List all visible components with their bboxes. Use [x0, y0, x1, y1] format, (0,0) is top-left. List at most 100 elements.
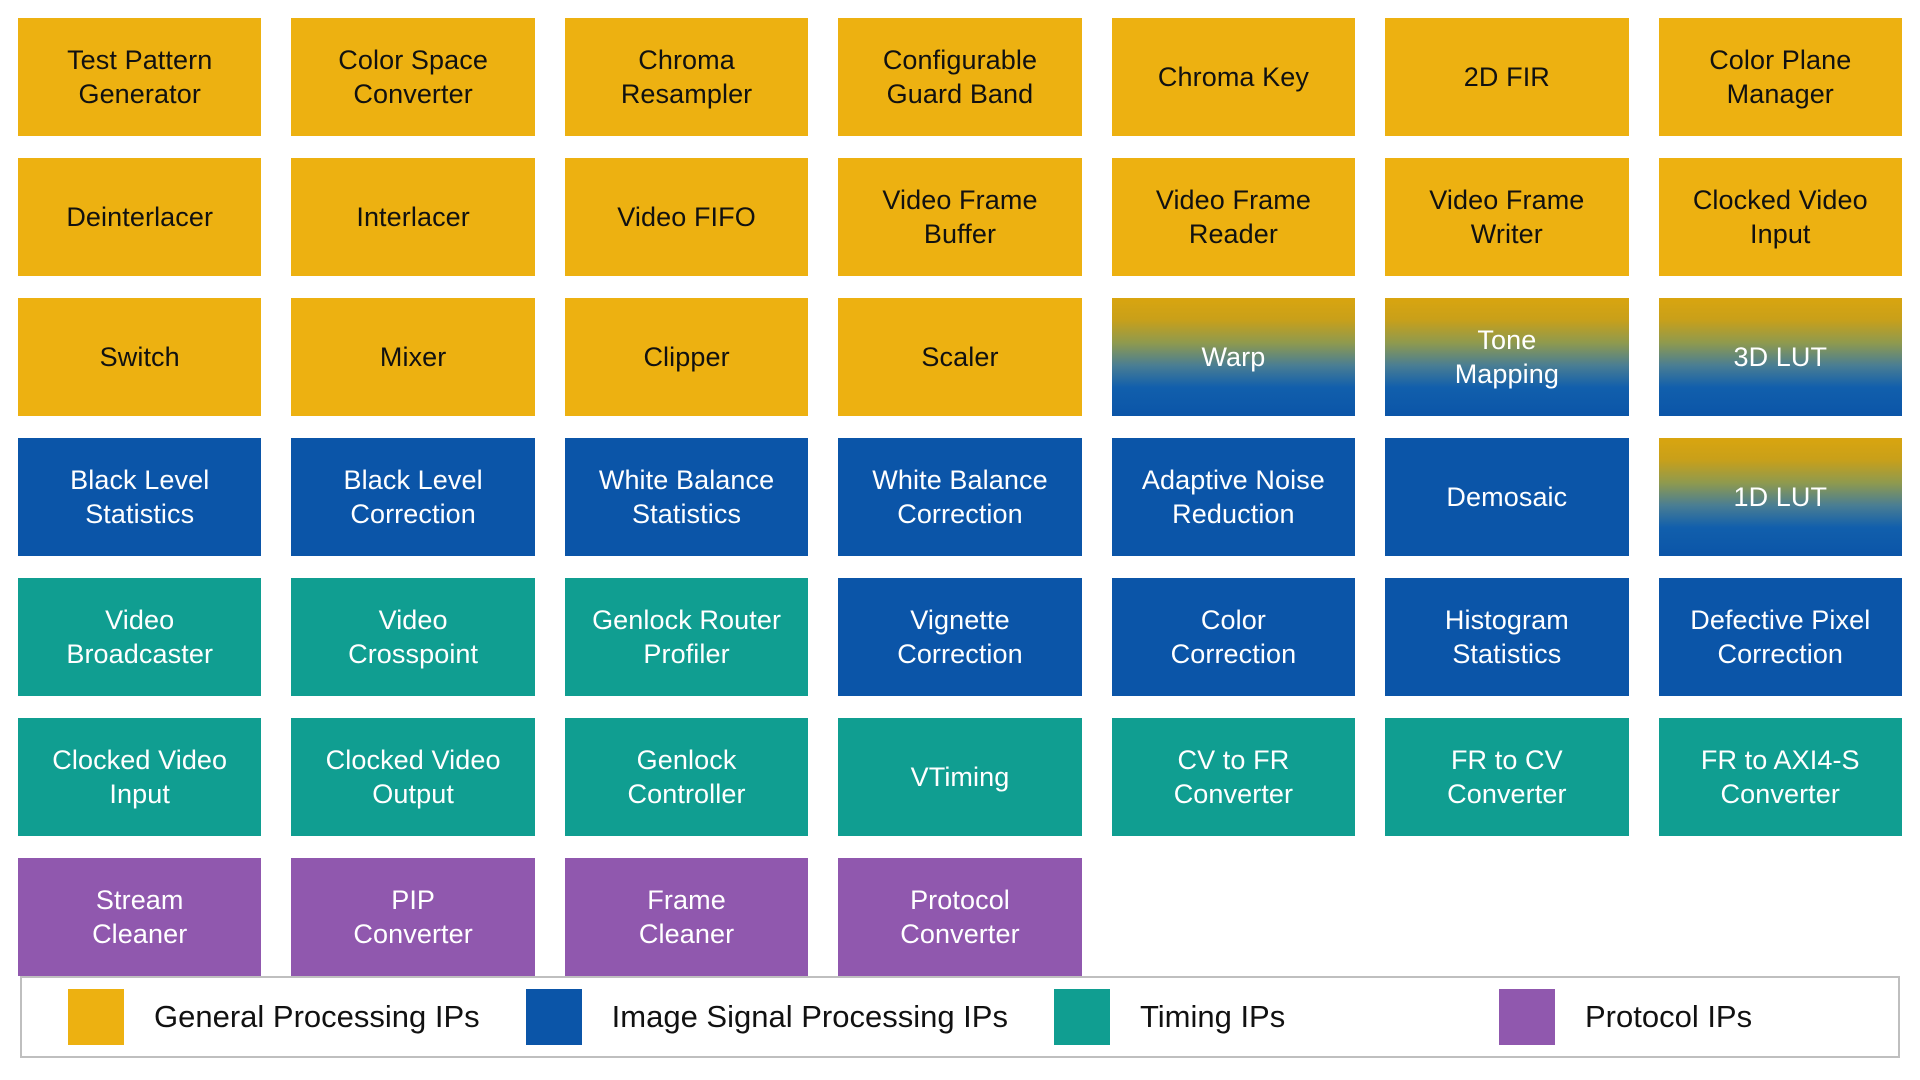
ip-tile-label: CV to FR Converter	[1173, 744, 1294, 809]
ip-tile[interactable]: Mixer	[291, 298, 535, 416]
ip-tile-label: PIP Converter	[353, 884, 473, 949]
ip-tile-label: Video Broadcaster	[66, 604, 214, 669]
ip-tile[interactable]: Scaler	[838, 298, 1082, 416]
ip-tile[interactable]: White Balance Statistics	[564, 438, 809, 556]
ip-tile[interactable]: Black Level Statistics	[18, 438, 262, 556]
ip-tile[interactable]: Color Plane Manager	[1658, 18, 1902, 136]
legend-label: Image Signal Processing IPs	[611, 999, 1008, 1034]
ip-tile[interactable]: Deinterlacer	[18, 158, 262, 276]
ip-tile-label: Frame Cleaner	[638, 884, 735, 949]
ip-tile[interactable]: FR to CV Converter	[1385, 718, 1629, 836]
ip-tile-label: 1D LUT	[1733, 481, 1828, 512]
ip-tile[interactable]: Stream Cleaner	[18, 858, 262, 976]
legend-item-timing: Timing IPs	[1008, 989, 1453, 1045]
ip-tile-label: Switch	[99, 341, 180, 372]
ip-tile[interactable]: Genlock Router Profiler	[564, 578, 809, 696]
ip-tile[interactable]: White Balance Correction	[838, 438, 1082, 556]
empty-cell	[1385, 858, 1628, 976]
legend-label: Timing IPs	[1139, 999, 1286, 1034]
ip-tile-label: Color Space Converter	[338, 44, 488, 109]
ip-tile[interactable]: Adaptive Noise Reduction	[1111, 438, 1356, 556]
ip-tile[interactable]: 3D LUT	[1658, 298, 1902, 416]
ip-tile[interactable]: Switch	[18, 298, 262, 416]
ip-tile[interactable]: Test Pattern Generator	[18, 18, 262, 136]
ip-tile-label: Warp	[1201, 341, 1266, 372]
ip-tile-label: Interlacer	[356, 201, 470, 232]
ip-tile-label: VTiming	[910, 761, 1010, 792]
legend-swatch-protocol	[1498, 989, 1555, 1045]
ip-tile[interactable]: Warp	[1111, 298, 1356, 416]
ip-tile-label: Tone Mapping	[1454, 324, 1559, 389]
ip-tile-label: Mixer	[379, 341, 447, 372]
ip-tile[interactable]: Video Frame Reader	[1111, 158, 1356, 276]
ip-tile-label: Black Level Statistics	[70, 464, 210, 529]
ip-tile[interactable]: Color Correction	[1111, 578, 1356, 696]
category-legend: General Processing IPs Image Signal Proce…	[20, 976, 1900, 1058]
ip-tile[interactable]: CV to FR Converter	[1111, 718, 1356, 836]
ip-tile-label: Adaptive Noise Reduction	[1141, 464, 1325, 529]
legend-label: General Processing IPs	[154, 999, 480, 1034]
ip-tile-label: 3D LUT	[1733, 341, 1828, 372]
ip-tile-label: Genlock Controller	[627, 744, 746, 809]
ip-tile[interactable]: Genlock Controller	[564, 718, 809, 836]
ip-tile-label: FR to CV Converter	[1447, 744, 1567, 809]
ip-tile[interactable]: Demosaic	[1385, 438, 1629, 556]
ip-tile[interactable]: Chroma Resampler	[564, 18, 809, 136]
ip-tile-label: Video Frame Reader	[1155, 184, 1312, 249]
ip-tile-label: Stream Cleaner	[92, 884, 188, 949]
ip-tile-label: Deinterlacer	[66, 201, 214, 232]
ip-tile[interactable]: Configurable Guard Band	[838, 18, 1082, 136]
ip-tile[interactable]: Clocked Video Input	[1658, 158, 1902, 276]
ip-tile[interactable]: Histogram Statistics	[1385, 578, 1629, 696]
legend-item-protocol: Protocol IPs	[1453, 989, 1898, 1045]
ip-tile[interactable]: Clocked Video Output	[291, 718, 535, 836]
ip-tile-label: Demosaic	[1446, 481, 1568, 512]
ip-tile-grid: Test Pattern Generator Color Space Conver…	[18, 18, 1902, 976]
ip-tile[interactable]: Video Crosspoint	[291, 578, 535, 696]
ip-tile-label: Configurable Guard Band	[882, 44, 1038, 109]
ip-tile[interactable]: Tone Mapping	[1385, 298, 1629, 416]
ip-tile[interactable]: Video Broadcaster	[18, 578, 262, 696]
ip-tile[interactable]: 2D FIR	[1385, 18, 1629, 136]
ip-tile[interactable]: PIP Converter	[291, 858, 535, 976]
legend-swatch-isp	[525, 989, 582, 1045]
ip-tile-label: Video Frame Buffer	[882, 184, 1038, 249]
ip-tile-label: Clipper	[643, 341, 730, 372]
ip-tile[interactable]: Video FIFO	[564, 158, 809, 276]
ip-tile[interactable]: Chroma Key	[1111, 18, 1356, 136]
ip-tile[interactable]: Video Frame Buffer	[838, 158, 1082, 276]
ip-tile-label: Clocked Video Output	[325, 744, 501, 809]
ip-tile[interactable]: FR to AXI4-S Converter	[1658, 718, 1902, 836]
ip-tile[interactable]: Interlacer	[291, 158, 535, 276]
ip-tile[interactable]: Defective Pixel Correction	[1658, 578, 1902, 696]
ip-tile-label: Genlock Router Profiler	[592, 604, 782, 669]
ip-tile[interactable]: VTiming	[838, 718, 1082, 836]
ip-tile[interactable]: Video Frame Writer	[1385, 158, 1629, 276]
ip-tile[interactable]: Clocked Video Input	[18, 718, 262, 836]
ip-tile-label: Video Crosspoint	[348, 604, 479, 669]
legend-item-isp: Image Signal Processing IPs	[480, 989, 1008, 1045]
ip-tile[interactable]: Clipper	[564, 298, 809, 416]
empty-cell	[1112, 858, 1355, 976]
ip-tile[interactable]: Vignette Correction	[838, 578, 1082, 696]
ip-tile[interactable]: Frame Cleaner	[564, 858, 809, 976]
ip-tile-label: Clocked Video Input	[1692, 184, 1868, 249]
ip-tile-label: Test Pattern Generator	[67, 44, 213, 109]
ip-tile[interactable]: 1D LUT	[1658, 438, 1902, 556]
ip-tile[interactable]: Black Level Correction	[291, 438, 535, 556]
ip-tile-label: White Balance Correction	[872, 464, 1048, 529]
legend-item-general: General Processing IPs	[22, 989, 480, 1045]
ip-tile-label: Color Correction	[1170, 604, 1297, 669]
ip-tile-label: White Balance Statistics	[598, 464, 775, 529]
legend-label: Protocol IPs	[1584, 999, 1753, 1034]
legend-swatch-timing	[1053, 989, 1110, 1045]
ip-tile-label: Defective Pixel Correction	[1690, 604, 1871, 669]
ip-tile[interactable]: Color Space Converter	[291, 18, 535, 136]
ip-tile[interactable]: Protocol Converter	[838, 858, 1082, 976]
ip-tile-label: Scaler	[921, 341, 999, 372]
ip-tile-label: 2D FIR	[1463, 61, 1550, 92]
empty-cell	[1659, 858, 1902, 976]
ip-tile-label: Color Plane Manager	[1709, 44, 1852, 109]
legend-swatch-general	[68, 989, 124, 1045]
